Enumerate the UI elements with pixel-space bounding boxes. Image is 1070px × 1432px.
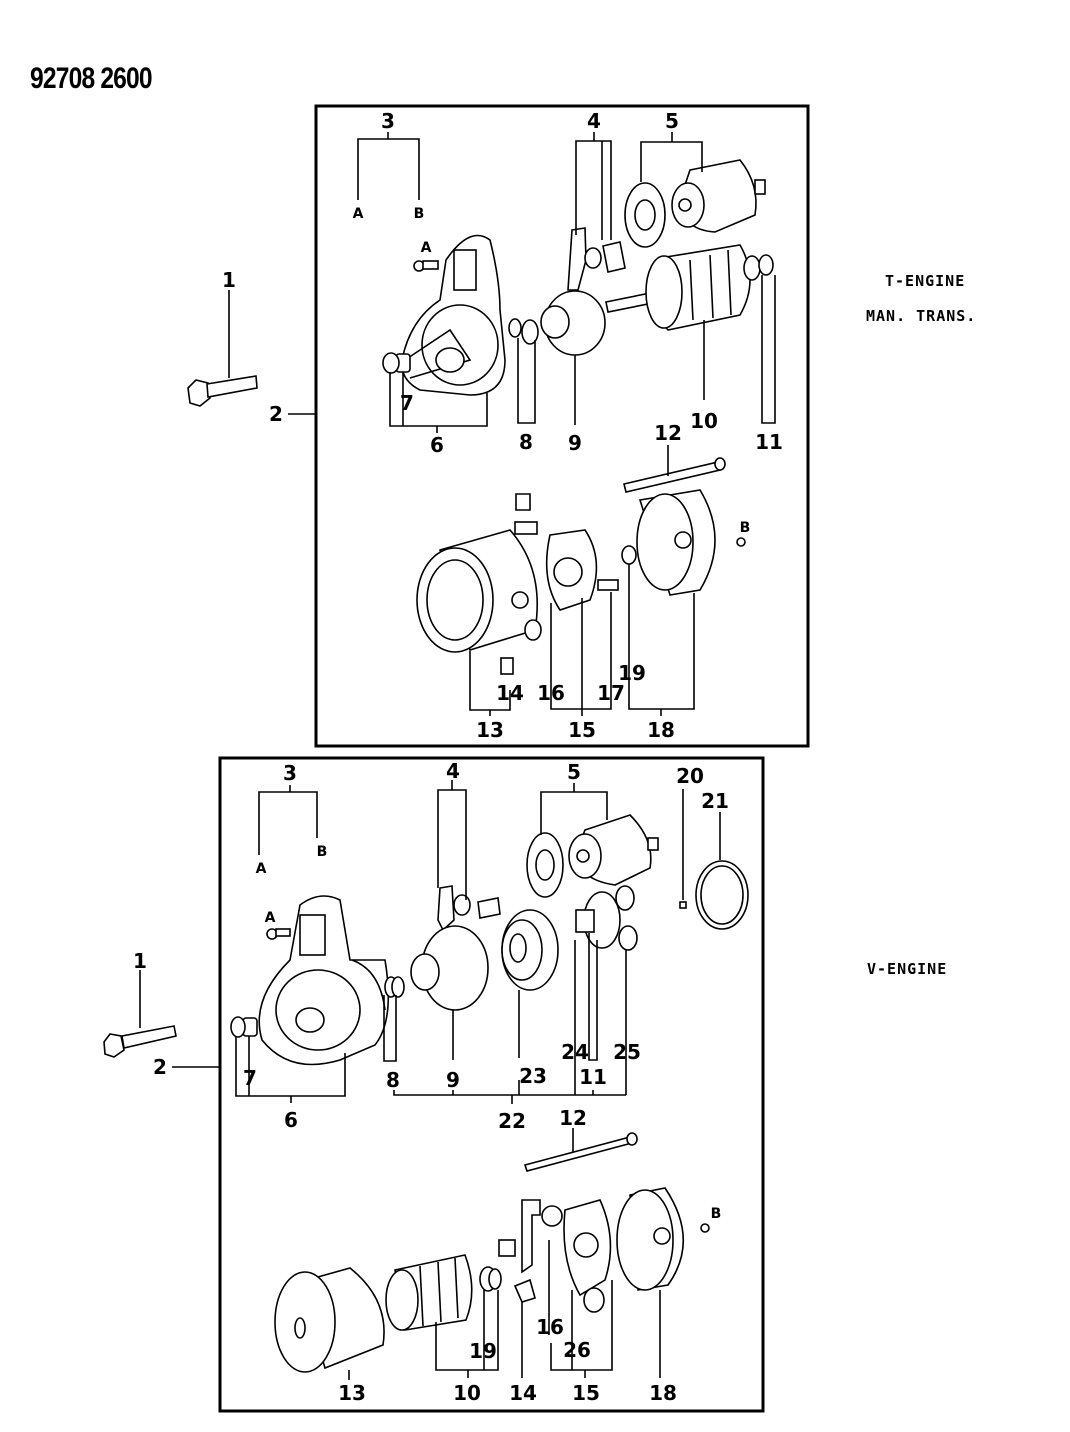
callout-11: 11 [579, 1065, 607, 1089]
callout-screw-a: A [265, 910, 276, 926]
callout-screw-b: B [711, 1206, 722, 1222]
callout-24: 24 [561, 1040, 589, 1064]
callout-3a: A [353, 206, 364, 222]
overrunning-clutch-icon [540, 290, 606, 356]
rear-bracket-icon [621, 489, 746, 596]
planetary-gear-icon [615, 885, 638, 951]
brush-icon [498, 1199, 541, 1303]
rear-bracket-icon [616, 1187, 710, 1291]
ball-bearing-icon [758, 254, 774, 276]
overrunning-clutch-icon [410, 925, 489, 1011]
through-bolt-icon [523, 1132, 638, 1172]
callout-10: 10 [453, 1381, 481, 1405]
callout-12: 12 [559, 1106, 587, 1130]
callout-15: 15 [568, 718, 596, 742]
callout-8: 8 [386, 1068, 400, 1092]
callout-1: 1 [133, 949, 147, 973]
screw-a-icon [413, 260, 439, 272]
callout-7: 7 [400, 391, 414, 415]
callout-15: 15 [572, 1381, 600, 1405]
callout-12: 12 [654, 421, 682, 445]
solenoid-switch-icon [526, 814, 659, 898]
t-engine-frame [314, 104, 810, 748]
engine-label-top: T-ENGINE [885, 272, 966, 290]
document-number: 92708 2600 [30, 62, 153, 95]
callout-5: 5 [665, 109, 679, 133]
callout-2: 2 [153, 1055, 167, 1079]
callout-5: 5 [567, 760, 581, 784]
callout-11: 11 [755, 430, 783, 454]
callout-10: 10 [690, 409, 718, 433]
internal-gear-icon [501, 909, 559, 991]
planetary-shaft-icon [575, 891, 621, 949]
t-engine-section: 1 2 3 A B A 7 6 [187, 104, 810, 748]
callout-8: 8 [519, 430, 533, 454]
callout-18: 18 [647, 718, 675, 742]
callout-3b: B [414, 206, 425, 222]
yoke-icon [416, 493, 542, 653]
v-engine-frame [218, 756, 765, 1413]
armature-icon [605, 244, 761, 331]
callout-9: 9 [446, 1068, 460, 1092]
packing-icon [695, 860, 749, 930]
callout-3: 3 [283, 761, 297, 785]
lever-icon [437, 885, 501, 932]
mounting-bolt-icon [187, 290, 258, 407]
front-bracket-icon [382, 234, 506, 396]
mounting-bolt-icon [103, 970, 177, 1058]
steel-ball-icon [679, 901, 687, 909]
callout-3b: B [317, 844, 328, 860]
brush-holder-icon [541, 1199, 612, 1313]
callout-19: 19 [618, 661, 646, 685]
stop-ring-icon [508, 318, 539, 345]
callout-4: 4 [446, 759, 460, 783]
armature-icon [385, 1254, 502, 1331]
callout-22: 22 [498, 1109, 526, 1133]
v-engine-section: 1 2 3 A B A 7 6 [103, 756, 765, 1413]
callout-21: 21 [701, 789, 729, 813]
callout-20: 20 [676, 764, 704, 788]
callout-1: 1 [222, 268, 236, 292]
callout-3a: A [256, 861, 267, 877]
callout-14: 14 [509, 1381, 537, 1405]
engine-label-bottom: V-ENGINE [867, 960, 948, 978]
brush-holder-icon [545, 529, 619, 611]
transmission-label-top: MAN. TRANS. [866, 307, 977, 325]
screw-a-icon [266, 928, 291, 940]
callout-16: 16 [536, 1315, 564, 1339]
callout-4: 4 [587, 109, 601, 133]
callout-13: 13 [338, 1381, 366, 1405]
through-bolt-icon [623, 457, 726, 493]
callout-3: 3 [381, 109, 395, 133]
yoke-icon [274, 1267, 385, 1373]
callout-2: 2 [269, 402, 283, 426]
callout-6: 6 [284, 1108, 298, 1132]
stop-ring-icon [384, 976, 405, 998]
callout-9: 9 [568, 431, 582, 455]
callout-6: 6 [430, 433, 444, 457]
lever-icon [567, 227, 626, 291]
callout-23: 23 [519, 1064, 547, 1088]
callout-16: 16 [537, 681, 565, 705]
solenoid-switch-icon [624, 159, 766, 248]
brush-icon [500, 657, 514, 675]
callout-18: 18 [649, 1381, 677, 1405]
callout-25: 25 [613, 1040, 641, 1064]
callout-screw-a: A [421, 240, 432, 256]
callout-19: 19 [469, 1339, 497, 1363]
front-bracket-icon [230, 895, 390, 1066]
callout-14: 14 [496, 681, 524, 705]
callout-13: 13 [476, 718, 504, 742]
callout-7: 7 [243, 1066, 257, 1090]
callout-screw-b: B [740, 520, 751, 536]
callout-26: 26 [563, 1338, 591, 1362]
callout-17: 17 [597, 681, 625, 705]
